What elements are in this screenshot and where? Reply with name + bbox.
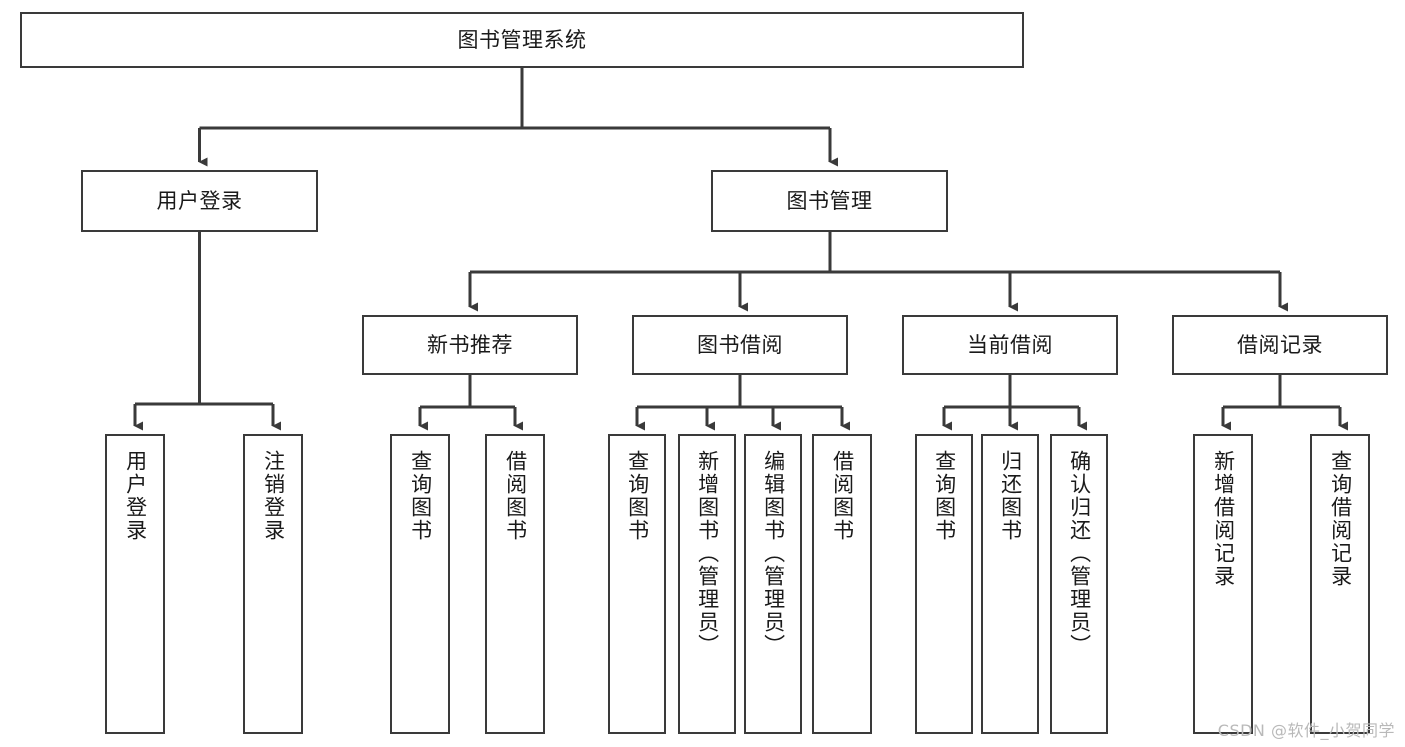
- node-label: 用户登录: [156, 188, 243, 213]
- node-label: 当前借阅: [967, 332, 1053, 357]
- node-label: 新增图书（管理员）: [695, 450, 720, 657]
- node-label: 借阅记录: [1237, 332, 1323, 357]
- node-label: 图书管理系统: [457, 27, 587, 52]
- watermark-text: CSDN @软件_小贺同学: [1217, 721, 1395, 740]
- node-label: 借阅图书: [830, 450, 855, 542]
- edge-current-borrow-to-leaves: [942, 375, 1087, 431]
- node-root-system[interactable]: 图书管理系统: [20, 12, 1024, 68]
- node-label: 确认归还（管理员）: [1067, 450, 1092, 657]
- node-leaf-edit-book-admin[interactable]: 编辑图书（管理员）: [744, 434, 802, 734]
- node-book-management[interactable]: 图书管理: [711, 170, 948, 232]
- edge-new-book-recommend-to-leaves: [418, 375, 523, 431]
- node-leaf-logout[interactable]: 注销登录: [243, 434, 303, 734]
- node-new-book-recommend[interactable]: 新书推荐: [362, 315, 578, 375]
- node-label: 查询图书: [932, 450, 957, 542]
- node-user-login[interactable]: 用户登录: [81, 170, 318, 232]
- node-leaf-add-book-admin[interactable]: 新增图书（管理员）: [678, 434, 736, 734]
- node-leaf-query-book-current[interactable]: 查询图书: [915, 434, 973, 734]
- node-label: 图书借阅: [697, 332, 783, 357]
- node-label: 图书管理: [786, 188, 873, 213]
- edge-book-borrow-to-leaves: [635, 375, 850, 431]
- node-label: 用户登录: [123, 450, 148, 542]
- node-book-borrow[interactable]: 图书借阅: [632, 315, 848, 375]
- node-leaf-return-book[interactable]: 归还图书: [981, 434, 1039, 734]
- node-leaf-confirm-return-admin[interactable]: 确认归还（管理员）: [1050, 434, 1108, 734]
- node-label: 查询图书: [625, 450, 650, 542]
- node-label: 查询借阅记录: [1328, 450, 1353, 588]
- node-label: 注销登录: [261, 450, 286, 542]
- node-label: 借阅图书: [503, 450, 528, 542]
- node-leaf-query-book-recommend[interactable]: 查询图书: [390, 434, 450, 734]
- node-leaf-query-book-borrow[interactable]: 查询图书: [608, 434, 666, 734]
- node-leaf-user-login[interactable]: 用户登录: [105, 434, 165, 734]
- node-borrow-record[interactable]: 借阅记录: [1172, 315, 1388, 375]
- node-current-borrow[interactable]: 当前借阅: [902, 315, 1118, 375]
- edge-book-mgmt-to-level3: [468, 232, 1288, 312]
- node-leaf-borrow-book-recommend[interactable]: 借阅图书: [485, 434, 545, 734]
- node-leaf-borrow-book[interactable]: 借阅图书: [812, 434, 872, 734]
- node-label: 归还图书: [998, 450, 1023, 542]
- node-label: 编辑图书（管理员）: [761, 450, 786, 657]
- edge-borrow-record-to-leaves: [1221, 375, 1348, 431]
- node-label: 新增借阅记录: [1211, 450, 1236, 588]
- node-label: 查询图书: [408, 450, 433, 542]
- edge-root-to-level2: [198, 68, 838, 167]
- node-leaf-add-borrow-record[interactable]: 新增借阅记录: [1193, 434, 1253, 734]
- node-leaf-query-borrow-record[interactable]: 查询借阅记录: [1310, 434, 1370, 734]
- node-label: 新书推荐: [427, 332, 513, 357]
- edge-user-login-to-leaves: [133, 232, 281, 431]
